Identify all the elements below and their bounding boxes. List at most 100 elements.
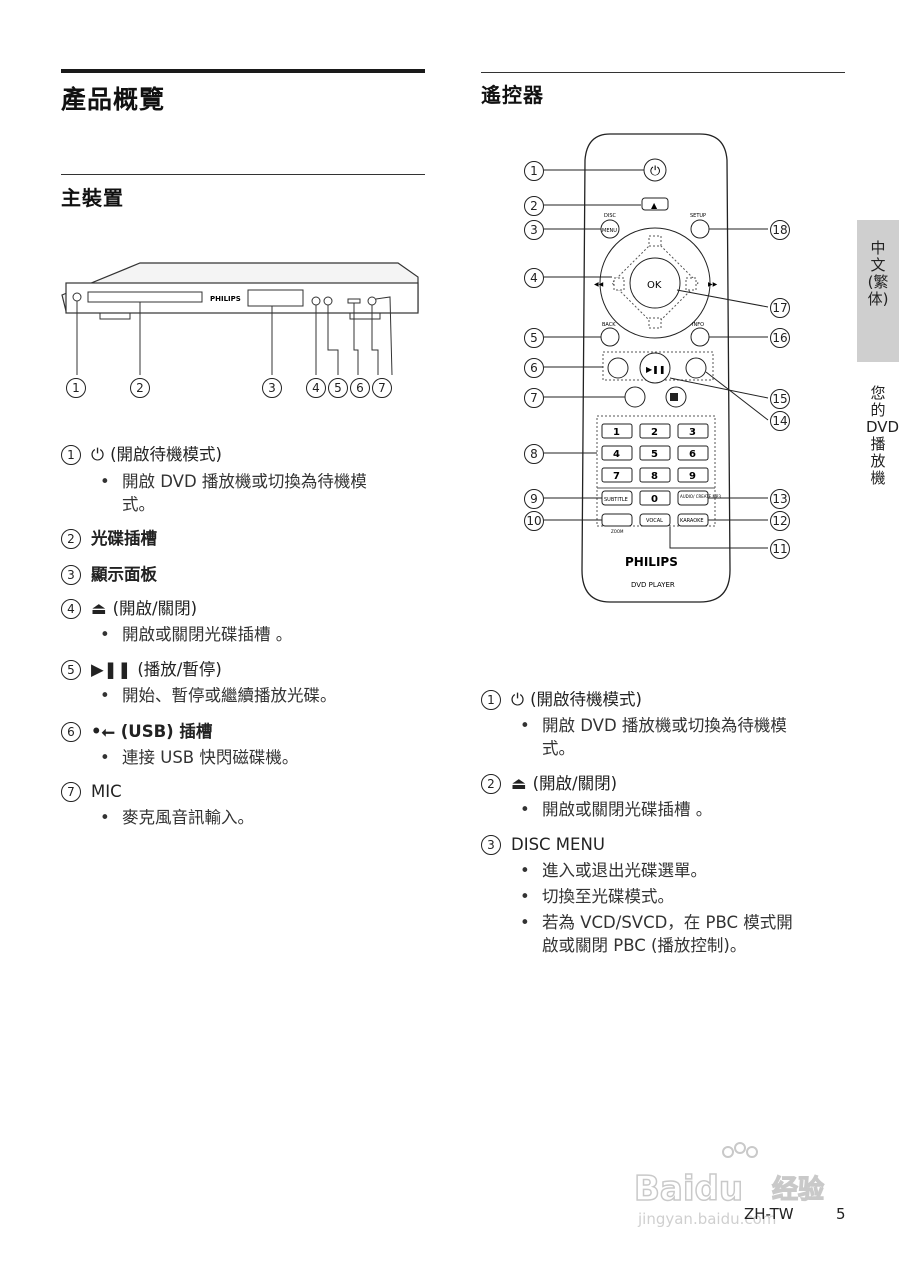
device-callout: 6 — [350, 376, 380, 399]
svg-text:▶❚❚: ▶❚❚ — [646, 365, 666, 374]
svg-text:1: 1 — [613, 427, 620, 438]
remote-callout: 11 — [770, 537, 800, 560]
section-rule-main-unit — [61, 174, 425, 175]
svg-text:2: 2 — [651, 427, 658, 438]
svg-text:AUDIO/ CREATE MP3: AUDIO/ CREATE MP3 — [680, 494, 721, 499]
device-item-power: 1⏻(開啟待機模式) — [61, 443, 222, 466]
power-icon: ⏻ — [91, 445, 105, 464]
svg-text:9: 9 — [689, 471, 696, 482]
device-callout: 1 — [66, 376, 96, 399]
section-title-remote: 遙控器 — [481, 83, 544, 107]
svg-text:SETUP: SETUP — [690, 213, 706, 219]
remote-callout: 4 — [524, 266, 554, 289]
device-item-play-pause: 5▶❚❚(播放/暫停) — [61, 658, 222, 681]
baidu-watermark: Baidu 经验 jingyan.baidu.com — [633, 1142, 825, 1228]
title-rule — [61, 69, 425, 73]
svg-text:VOCAL: VOCAL — [646, 518, 663, 524]
language-tab-label: 中文(繁体) — [867, 239, 889, 308]
device-callout: 2 — [130, 376, 160, 399]
bullet-text: •開啟或關閉光碟插槽 。 — [520, 800, 713, 819]
device-callout: 5 — [328, 376, 358, 399]
bullet-text: •開始、暫停或繼續播放光碟。 — [100, 686, 337, 705]
svg-text:KARAOKE: KARAOKE — [680, 518, 704, 524]
svg-text:DISC: DISC — [604, 213, 616, 219]
bullet-text: •切換至光碟模式。 — [520, 887, 674, 906]
power-icon: ⏻ — [511, 690, 525, 709]
bullet-text: 式。 — [542, 739, 575, 758]
remote-callout: 14 — [770, 409, 800, 432]
remote-callout: 13 — [770, 487, 800, 510]
svg-text:INFO: INFO — [692, 322, 704, 328]
svg-text:ZOOM: ZOOM — [611, 529, 624, 534]
footer-lang: ZH-TW — [744, 1205, 794, 1223]
language-tab — [857, 220, 899, 362]
svg-text:6: 6 — [689, 449, 696, 460]
remote-callout: 1 — [524, 159, 554, 182]
svg-text:8: 8 — [651, 471, 658, 482]
remote-brand-text: PHILIPS — [625, 555, 678, 569]
remote-model-text: DVD PLAYER — [631, 581, 675, 589]
svg-text:MENU: MENU — [602, 228, 617, 234]
remote-callout: 7 — [524, 386, 554, 409]
bullet-text: 啟或關閉 PBC (播放控制)。 — [542, 936, 747, 955]
section-title-main-unit: 主裝置 — [61, 186, 124, 210]
remote-callout: 10 — [524, 509, 554, 532]
eject-icon: ⏏ — [511, 774, 527, 793]
remote-callout: 5 — [524, 326, 554, 349]
svg-text:◀◀: ◀◀ — [594, 281, 604, 288]
remote-callout: 16 — [770, 326, 800, 349]
remote-callout: 12 — [770, 509, 800, 532]
remote-callout: 9 — [524, 487, 554, 510]
svg-text:3: 3 — [689, 427, 696, 438]
chapter-label: 您的 DVD 播放機 — [866, 384, 899, 487]
bullet-text: •進入或退出光碟選單。 — [520, 861, 707, 880]
page-title: 產品概覽 — [61, 85, 166, 114]
remote-item-power: 1⏻(開啟待機模式) — [481, 688, 642, 711]
device-item-eject: 4⏏(開啟/關閉) — [61, 597, 197, 620]
svg-text:5: 5 — [651, 449, 658, 460]
remote-control-illustration: ⏻ ▲ DISC MENU SETUP OK ◀◀ ▶▶ BACK INFO ▶… — [544, 133, 769, 603]
svg-text:4: 4 — [613, 449, 620, 460]
bullet-text: •開啟 DVD 播放機或切換為待機模 — [520, 716, 787, 735]
svg-text:jingyan.baidu.com: jingyan.baidu.com — [637, 1210, 776, 1228]
remote-callout: 17 — [770, 296, 800, 319]
svg-text:7: 7 — [613, 471, 620, 482]
remote-callout: 15 — [770, 387, 800, 410]
eject-icon: ⏏ — [91, 599, 107, 618]
bullet-text: •連接 USB 快閃磁碟機。 — [100, 748, 299, 767]
usb-icon: •⭠ — [91, 722, 115, 741]
device-callout: 3 — [262, 376, 292, 399]
bullet-text: •開啟 DVD 播放機或切換為待機模 — [100, 472, 367, 491]
remote-callout: 6 — [524, 356, 554, 379]
remote-callout: 3 — [524, 218, 554, 241]
remote-power-icon: ⏻ — [650, 164, 660, 179]
section-rule-remote — [481, 72, 845, 73]
device-item-usb: 6•⭠(USB) 插槽 — [61, 720, 212, 743]
device-callout: 7 — [372, 376, 402, 399]
remote-item-eject: 2⏏(開啟/關閉) — [481, 772, 617, 795]
remote-callout: 18 — [770, 218, 800, 241]
svg-text:▶▶: ▶▶ — [708, 281, 718, 288]
bullet-text: •麥克風音訊輸入。 — [100, 808, 254, 827]
remote-callout: 8 — [524, 442, 554, 465]
device-brand-text: PHILIPS — [210, 295, 241, 303]
bullet-text: •開啟或關閉光碟插槽 。 — [100, 625, 293, 644]
svg-text:Baidu: Baidu — [634, 1169, 743, 1209]
play-pause-icon: ▶❚❚ — [91, 660, 132, 679]
svg-text:SUBTITLE: SUBTITLE — [604, 497, 628, 503]
svg-text:BACK: BACK — [602, 322, 616, 328]
dvd-player-illustration: PHILIPS — [61, 262, 419, 376]
remote-callout: 2 — [524, 194, 554, 217]
bullet-text: •若為 VCD/SVCD，在 PBC 模式開 — [520, 913, 793, 932]
svg-text:▲: ▲ — [651, 201, 658, 210]
page-number: 5 — [836, 1205, 846, 1223]
svg-text:0: 0 — [651, 494, 658, 505]
svg-text:OK: OK — [647, 280, 662, 291]
device-callout: 4 — [306, 376, 336, 399]
bullet-text: 式。 — [122, 495, 155, 514]
svg-text:经验: 经验 — [772, 1174, 824, 1205]
